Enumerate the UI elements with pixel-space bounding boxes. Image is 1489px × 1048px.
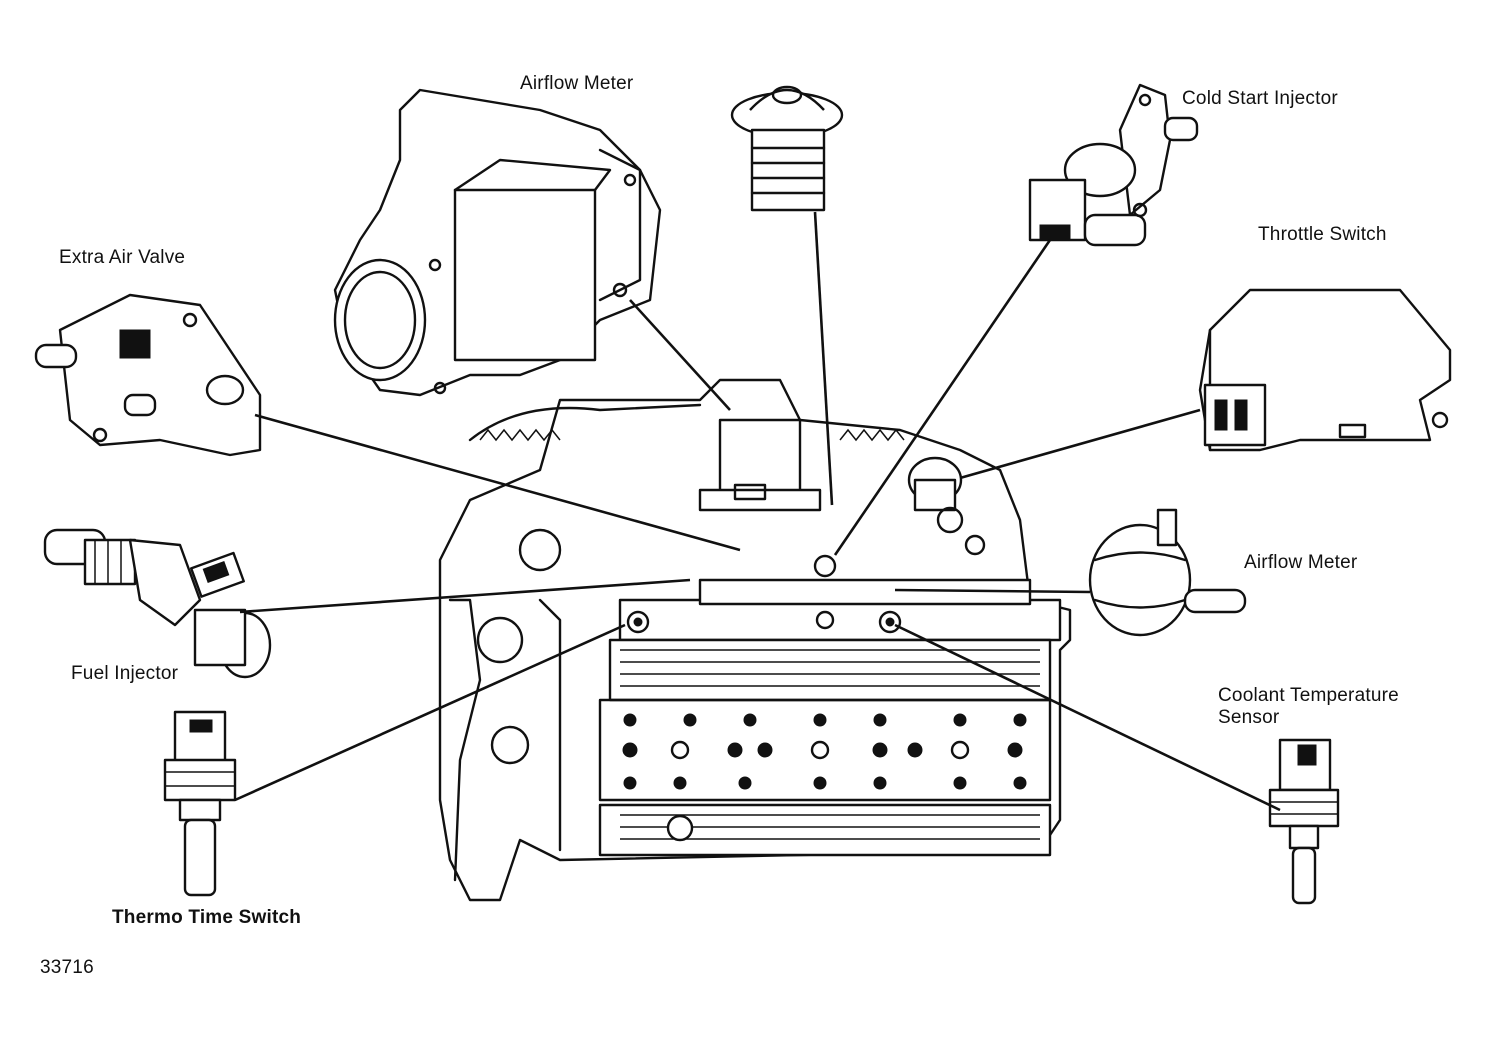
label-extra-air-valve: Extra Air Valve [59, 247, 186, 268]
figure-number: 33716 [40, 957, 94, 978]
airflow-meter-right-drawing [1090, 510, 1245, 635]
label-coolant-temperature-line1: Coolant Temperature [1218, 685, 1399, 706]
extra-air-valve-drawing [36, 295, 260, 455]
thermo-valve-dome-drawing [732, 87, 842, 210]
cold-start-injector-drawing [1030, 85, 1197, 245]
engine-assembly [440, 380, 1070, 900]
cam-cover-bolts [623, 714, 1026, 789]
fuel-injector-drawing [45, 530, 270, 677]
label-fuel-injector: Fuel Injector [71, 663, 179, 684]
coolant-temperature-sensor-drawing [1270, 740, 1338, 903]
label-throttle-switch: Throttle Switch [1258, 224, 1387, 245]
label-airflow-meter-top: Airflow Meter [520, 73, 634, 94]
throttle-switch-drawing [1200, 290, 1450, 450]
airflow-meter-top-drawing [335, 90, 660, 395]
label-cold-start-injector: Cold Start Injector [1182, 88, 1338, 109]
label-thermo-time-switch: Thermo Time Switch [112, 907, 302, 928]
label-coolant-temperature-line2: Sensor [1218, 707, 1280, 728]
label-airflow-meter-right: Airflow Meter [1244, 552, 1358, 573]
leader-lines [235, 212, 1280, 810]
thermo-time-switch-drawing [165, 712, 235, 895]
label-coolant-temperature-sensor: Coolant Temperature Sensor [1218, 685, 1399, 729]
